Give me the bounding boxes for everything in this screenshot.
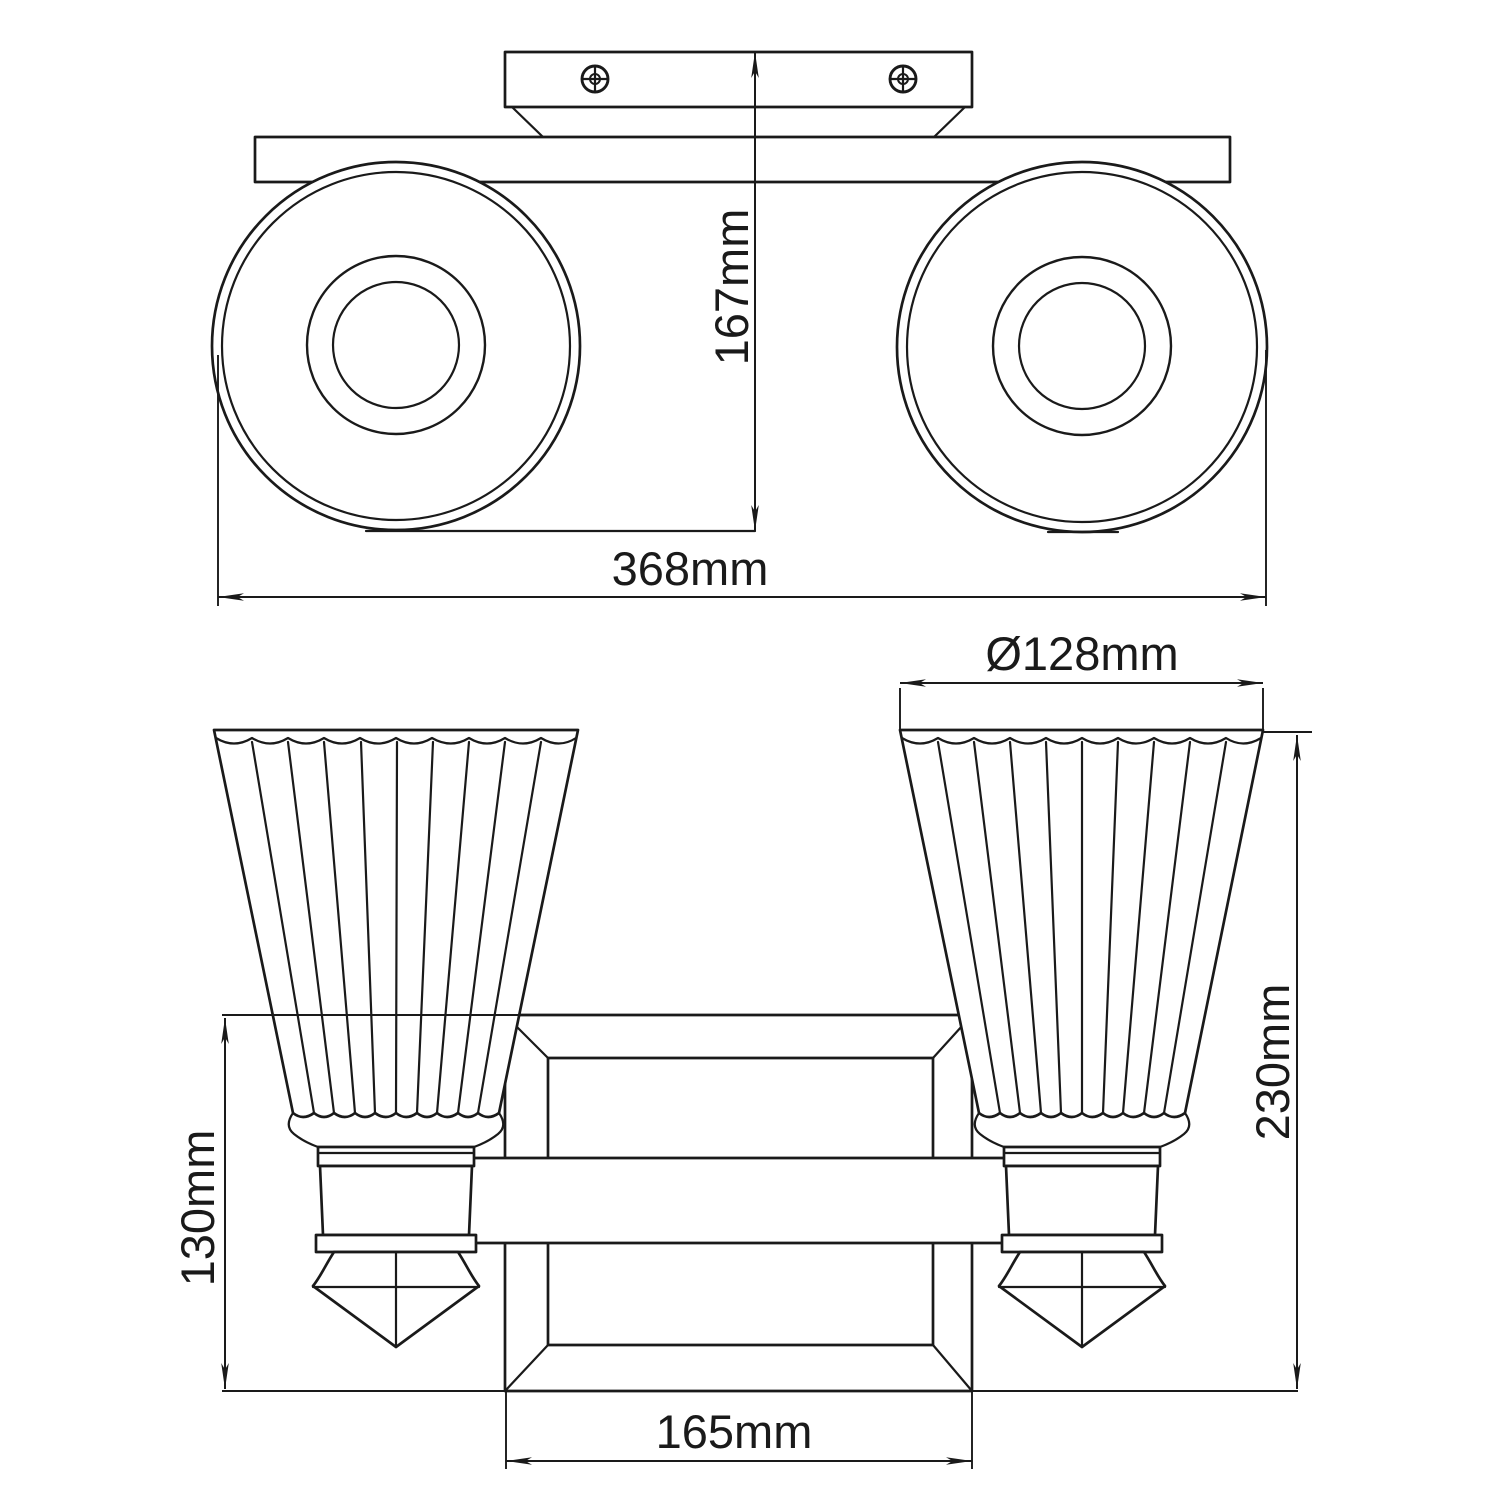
dim-overall-width-label: 368mm: [612, 542, 769, 595]
left-holder-ring-bottom: [314, 1233, 478, 1254]
right-shade-collar: [973, 1111, 1191, 1149]
right-holder-ring-top: [1002, 1145, 1162, 1168]
left-shade-collar: [287, 1111, 505, 1149]
right-shade-rim-scallop: [900, 736, 1263, 745]
dim-projection-label: 167mm: [705, 209, 758, 366]
right-holder-cup: [1004, 1164, 1160, 1237]
right-shade-flutes: [936, 740, 1228, 1115]
left-shade-flutes: [250, 740, 543, 1115]
dim-shade-diameter-label: Ø128mm: [985, 627, 1178, 680]
left-holder-ring-top: [316, 1145, 476, 1168]
elevation-left-lamp: [212, 728, 580, 1349]
elevation-right-lamp: [898, 728, 1265, 1349]
dimensions: 368mm 167mm Ø128mm 230mm 130mm 165mm: [171, 52, 1312, 1469]
screw-icon: [580, 64, 610, 94]
dim-backplate-height-label: 130mm: [171, 1130, 224, 1287]
plan-plate-chamfers: [510, 105, 967, 139]
elevation-view: [212, 728, 1265, 1393]
left-shade-rim-scallop: [214, 736, 578, 745]
elevation-arm-bar: [472, 1156, 1008, 1245]
right-holder-ring-bottom: [1000, 1233, 1164, 1254]
plan-right-shade: [895, 160, 1269, 534]
left-holder-cup: [318, 1164, 474, 1237]
extension-lines: [217, 350, 1312, 1469]
dim-overall-height-label: 230mm: [1246, 984, 1299, 1141]
dim-backplate-width-label: 165mm: [656, 1405, 813, 1458]
plan-left-shade: [210, 160, 582, 532]
plan-view: [210, 50, 1269, 534]
screw-icon: [888, 64, 918, 94]
